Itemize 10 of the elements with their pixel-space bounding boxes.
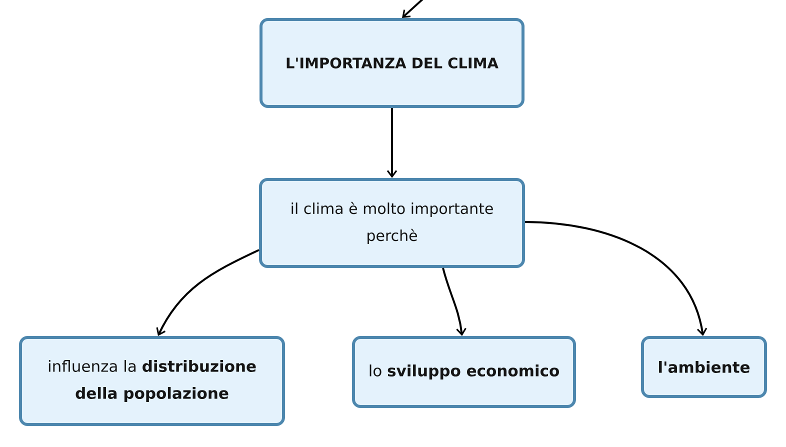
concept-box: influenza la distribuzione della popolazione: [19, 336, 285, 426]
concept-box: L'IMPORTANZA DEL CLIMA: [260, 18, 524, 108]
arrow: [156, 249, 260, 336]
arrow: [442, 268, 466, 336]
arrow: [402, 0, 425, 18]
concept-box: il clima è molto importante perchè: [259, 178, 525, 268]
arrow: [524, 221, 708, 336]
concept-box: l'ambiente: [641, 336, 767, 398]
arrow: [386, 108, 398, 178]
concept-box: lo sviluppo economico: [352, 336, 576, 408]
